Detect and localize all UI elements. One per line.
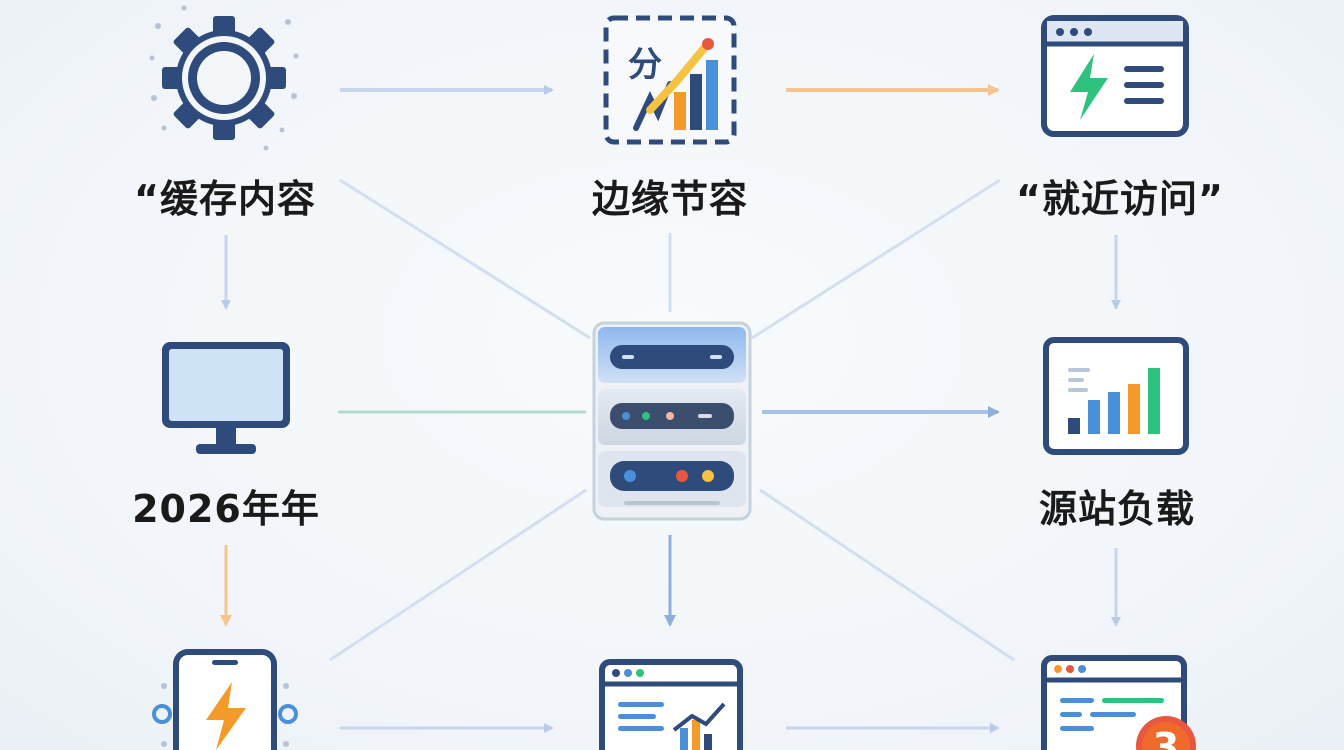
line-server-to-phone [329,488,587,662]
label-origin-load: 源站负载 [1038,487,1195,531]
label-nearby-access: “就近访问” [1016,177,1224,221]
browser-chart-icon [599,659,743,750]
browser-badge-icon: 3 [1041,655,1196,750]
dashed-chart-icon: 分 [603,15,737,145]
badge-count: 3 [1153,725,1179,750]
server-rack-icon [592,321,752,521]
phone-lightning-icon [152,649,298,750]
gear-icon [149,5,299,151]
label-edge-node: 边缘节容 [591,177,748,221]
browser-lightning-icon [1041,15,1189,137]
chart-glyph: 分 [628,45,662,85]
line-server-to-badge [759,488,1015,662]
monitor-icon [162,342,290,454]
count-badge: 3 [1136,716,1196,750]
label-year: 2026年年 [132,487,320,531]
line-cache-to-server [339,178,591,340]
label-cache-content: “缓存内容 [134,177,316,221]
bar-chart-panel-icon [1043,337,1189,455]
line-nearby-to-server [751,178,1001,340]
connector-lines [220,84,1121,733]
